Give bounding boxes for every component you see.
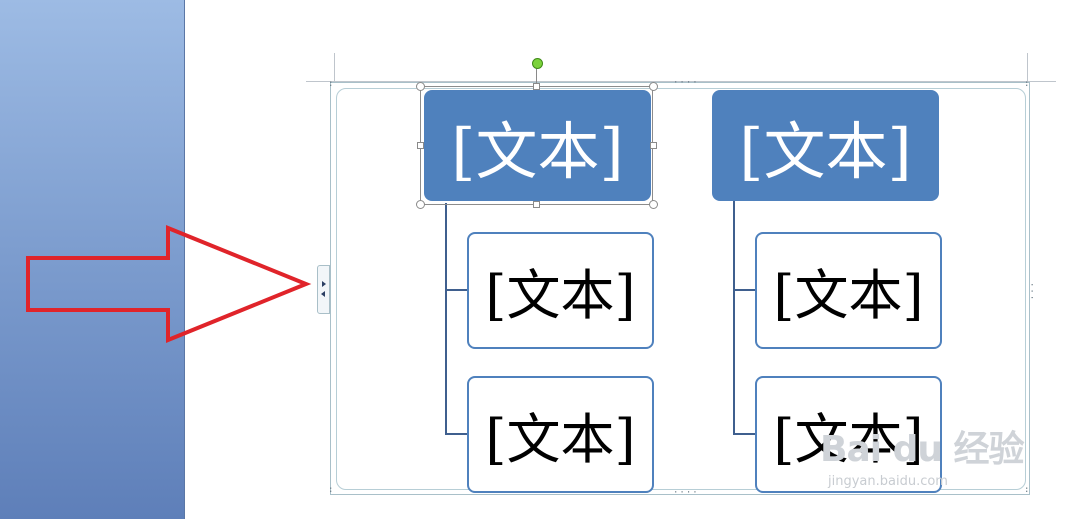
guide-line-right xyxy=(1027,53,1028,83)
resize-handle-top-left[interactable] xyxy=(416,82,425,91)
expand-arrow-icon xyxy=(322,281,326,287)
connector-col2-child2 xyxy=(733,433,757,435)
smartart-shape-child-2-1[interactable]: [文本] xyxy=(755,232,942,349)
smartart-shape-top-1[interactable]: [文本] xyxy=(424,90,651,201)
resize-handle-left[interactable] xyxy=(417,142,424,149)
connector-col1-vertical xyxy=(445,203,447,435)
smartart-frame[interactable] xyxy=(330,82,1030,495)
smartart-shape-child-2-2[interactable]: [文本] xyxy=(755,376,942,493)
watermark-url: jingyan.baidu.com xyxy=(828,474,948,489)
guide-line-left xyxy=(334,53,335,83)
frame-corner-dots-tl[interactable]: : xyxy=(328,79,335,89)
resize-handle-bottom-left[interactable] xyxy=(416,200,425,209)
guide-line-top xyxy=(306,81,1056,82)
resize-handle-top-right[interactable] xyxy=(649,82,658,91)
smartart-canvas xyxy=(336,88,1026,490)
smartart-shape-child-1-1[interactable]: [文本] xyxy=(467,232,654,349)
frame-resize-dots-bottom[interactable]: ···· xyxy=(673,488,699,498)
resize-handle-bottom-right[interactable] xyxy=(649,200,658,209)
connector-col2-vertical xyxy=(733,201,735,435)
frame-corner-dots-bl[interactable]: : xyxy=(328,485,335,495)
connector-col1-child1 xyxy=(445,289,469,291)
frame-resize-dots-top[interactable]: ···· xyxy=(673,78,699,88)
resize-handle-bottom[interactable] xyxy=(533,201,540,208)
frame-corner-dots-br[interactable]: : xyxy=(1024,485,1031,495)
frame-resize-dots-right[interactable]: ··· xyxy=(1026,282,1036,302)
rotate-handle-stem xyxy=(536,67,537,86)
resize-handle-top[interactable] xyxy=(533,83,540,90)
connector-col2-child1 xyxy=(733,289,757,291)
collapse-arrow-icon xyxy=(321,291,325,297)
text-pane-toggle-button[interactable] xyxy=(317,265,330,314)
connector-col1-child2 xyxy=(445,433,469,435)
smartart-shape-child-1-2[interactable]: [文本] xyxy=(467,376,654,493)
resize-handle-right[interactable] xyxy=(650,142,657,149)
frame-corner-dots-tr[interactable]: : xyxy=(1024,79,1031,89)
rotate-handle-icon[interactable] xyxy=(532,58,543,69)
watermark-logo: Bai du 经验 xyxy=(820,429,1025,470)
smartart-shape-top-2[interactable]: [文本] xyxy=(712,90,939,201)
